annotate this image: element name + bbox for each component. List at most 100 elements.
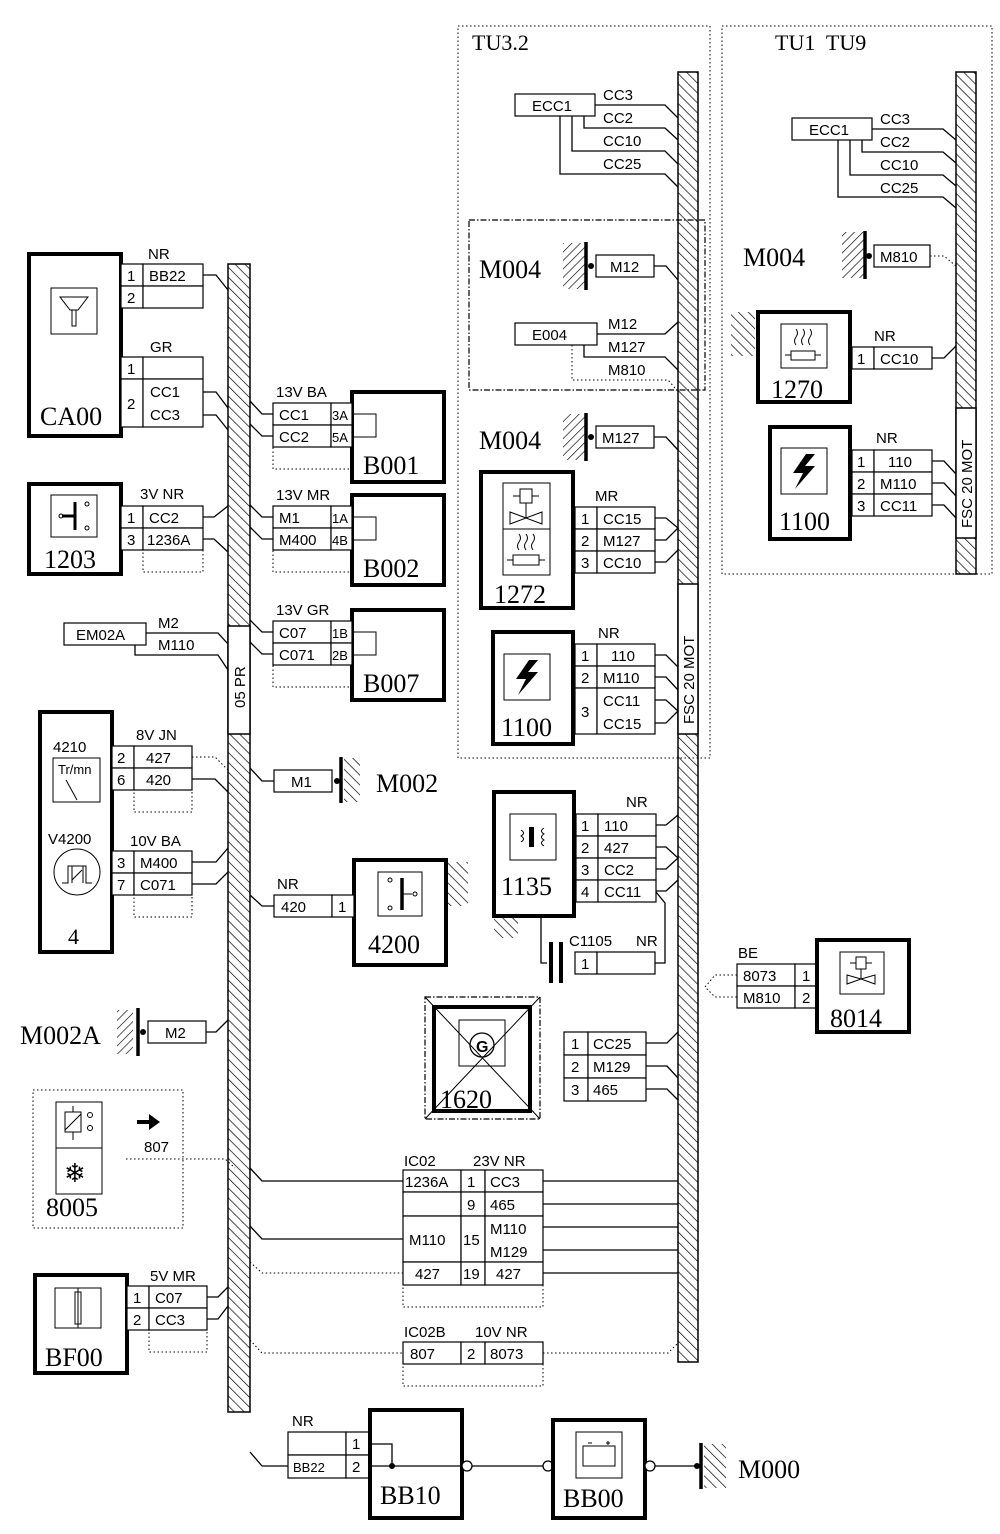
- connector-bb10: 1 BB22 2: [287, 1431, 371, 1479]
- component-8014[interactable]: 8014: [815, 938, 911, 1034]
- wire-1135: [654, 814, 679, 964]
- svg-text:CC15: CC15: [603, 511, 641, 528]
- svg-text:M810: M810: [880, 249, 918, 266]
- connector-1100-tu19: 1 110 2 M110 3 CC11: [851, 449, 933, 517]
- wire-m810: [930, 255, 957, 267]
- svg-text:1: 1: [467, 1174, 475, 1191]
- ground-m002: M1 M002: [273, 757, 438, 803]
- connector-label: NR: [626, 794, 648, 811]
- connector-label: 8V JN: [136, 727, 177, 744]
- svg-text:2: 2: [127, 290, 135, 307]
- component-ref: 1272: [494, 580, 546, 609]
- wire-m1-m400: [249, 504, 273, 540]
- svg-text:M110: M110: [490, 1221, 526, 1238]
- connector-4200: 420 1: [273, 894, 355, 918]
- wire-cc1-cc3: [203, 391, 229, 431]
- component-4[interactable]: 4210 Tr/mn V4200 4: [38, 710, 114, 954]
- wire-ic02: [249, 1167, 678, 1274]
- component-b002[interactable]: B002: [350, 493, 446, 587]
- option-frame-e004: [468, 219, 706, 391]
- svg-text:G: G: [476, 1039, 488, 1056]
- ground-m004-m810: M004 M810: [743, 231, 931, 279]
- svg-text:1: 1: [802, 968, 810, 985]
- component-b001[interactable]: B001: [350, 390, 446, 484]
- svg-text:CC10: CC10: [603, 133, 641, 150]
- component-e004[interactable]: E004: [514, 322, 598, 346]
- svg-text:1: 1: [581, 818, 589, 835]
- wire-c07-cc3: [207, 1286, 229, 1320]
- svg-text:1A: 1A: [332, 511, 348, 526]
- component-ref: 1203: [44, 545, 96, 574]
- svg-text:CC25: CC25: [593, 1036, 631, 1053]
- component-ecc1-tu19[interactable]: ECC1: [791, 117, 873, 141]
- connector-ca00-a: 1 BB22 2: [120, 263, 204, 309]
- connector-label: NR: [636, 933, 658, 950]
- svg-text:CC2: CC2: [279, 429, 309, 446]
- component-ref: E004: [532, 327, 567, 344]
- svg-text:1: 1: [857, 454, 865, 471]
- svg-text:Tr/mn: Tr/mn: [58, 762, 91, 777]
- component-1203[interactable]: 1203: [27, 482, 123, 576]
- svg-text:C07: C07: [155, 1290, 183, 1307]
- connector-ic02b: 807 2 8073: [402, 1341, 544, 1387]
- ignition-key-glyph: [58, 296, 90, 327]
- svg-text:1: 1: [133, 1290, 141, 1307]
- variant-label-tu1-tu9: TU1 TU9: [775, 30, 866, 55]
- component-b007[interactable]: B007: [350, 608, 446, 702]
- component-1100-tu19[interactable]: 1100: [768, 425, 852, 541]
- component-c1105[interactable]: C1105 NR 1: [540, 918, 658, 983]
- component-bb10[interactable]: BB10: [368, 1408, 473, 1520]
- connector-ca00-b: 1 2 CC1 CC3: [120, 356, 204, 428]
- harness-fsc20-mot-tu19: FSC 20 MOT: [955, 71, 977, 575]
- connector-label: NR: [876, 430, 898, 447]
- ground-ref: M000: [738, 1455, 800, 1484]
- component-bb00[interactable]: BB00: [542, 1418, 656, 1520]
- component-ecc1-tu32[interactable]: ECC1: [514, 93, 596, 117]
- connector-bf00: 1 C07 2 CC3: [126, 1285, 208, 1353]
- connector-1620: 1 CC25 2 M129 3 465: [563, 1031, 647, 1102]
- svg-text:427: 427: [415, 1266, 440, 1283]
- ground-ref: M004: [743, 243, 805, 272]
- connector-4-a: 2 427 6 420: [111, 745, 193, 813]
- svg-text:110: 110: [888, 454, 912, 471]
- connector-label: NR: [598, 625, 620, 642]
- connector-label: MR: [595, 488, 618, 505]
- svg-text:2: 2: [467, 1346, 475, 1363]
- svg-text:M1: M1: [279, 510, 300, 527]
- arrow-right-icon: [137, 1114, 160, 1130]
- svg-text:3: 3: [117, 855, 125, 872]
- svg-text:2: 2: [581, 670, 589, 687]
- component-ref: 8005: [46, 1193, 98, 1222]
- svg-text:M400: M400: [279, 532, 317, 549]
- svg-text:420: 420: [146, 772, 171, 789]
- svg-text:C07: C07: [279, 625, 307, 642]
- harness-fsc-label-b: FSC 20 MOT: [959, 440, 976, 528]
- component-1135[interactable]: 1135: [492, 790, 576, 938]
- component-1270[interactable]: 1270: [731, 310, 852, 404]
- ground-m004-m127: M004 M127: [479, 413, 655, 461]
- svg-text:3A: 3A: [332, 408, 348, 423]
- component-1100-tu32[interactable]: 1100: [491, 630, 575, 746]
- svg-text:CC11: CC11: [603, 693, 640, 710]
- wire-427-dotted: [249, 1261, 403, 1274]
- component-ca00[interactable]: CA00: [27, 252, 123, 438]
- svg-text:CC10: CC10: [880, 157, 918, 174]
- svg-text:2: 2: [581, 840, 589, 857]
- component-1620[interactable]: G 1620: [424, 996, 541, 1120]
- subcomponent-v4200: V4200: [48, 831, 91, 848]
- connector-label: 13V GR: [276, 602, 330, 619]
- component-em02a[interactable]: EM02A: [63, 622, 147, 646]
- component-1272[interactable]: 1272: [479, 470, 575, 610]
- svg-text:15: 15: [463, 1232, 480, 1249]
- component-ref: 1100: [501, 713, 552, 742]
- component-ref: BB00: [563, 1484, 624, 1513]
- svg-text:C071: C071: [140, 877, 176, 894]
- connector-label: BE: [738, 945, 758, 962]
- connector-label: 13V MR: [276, 487, 330, 504]
- component-bf00[interactable]: BF00: [33, 1273, 129, 1375]
- component-4200[interactable]: 4200: [352, 858, 468, 967]
- wire-label: M2: [158, 615, 179, 632]
- svg-text:CC2: CC2: [880, 134, 910, 151]
- component-8005[interactable]: ❄ 8005 807: [32, 1089, 184, 1229]
- svg-text:427: 427: [496, 1266, 521, 1283]
